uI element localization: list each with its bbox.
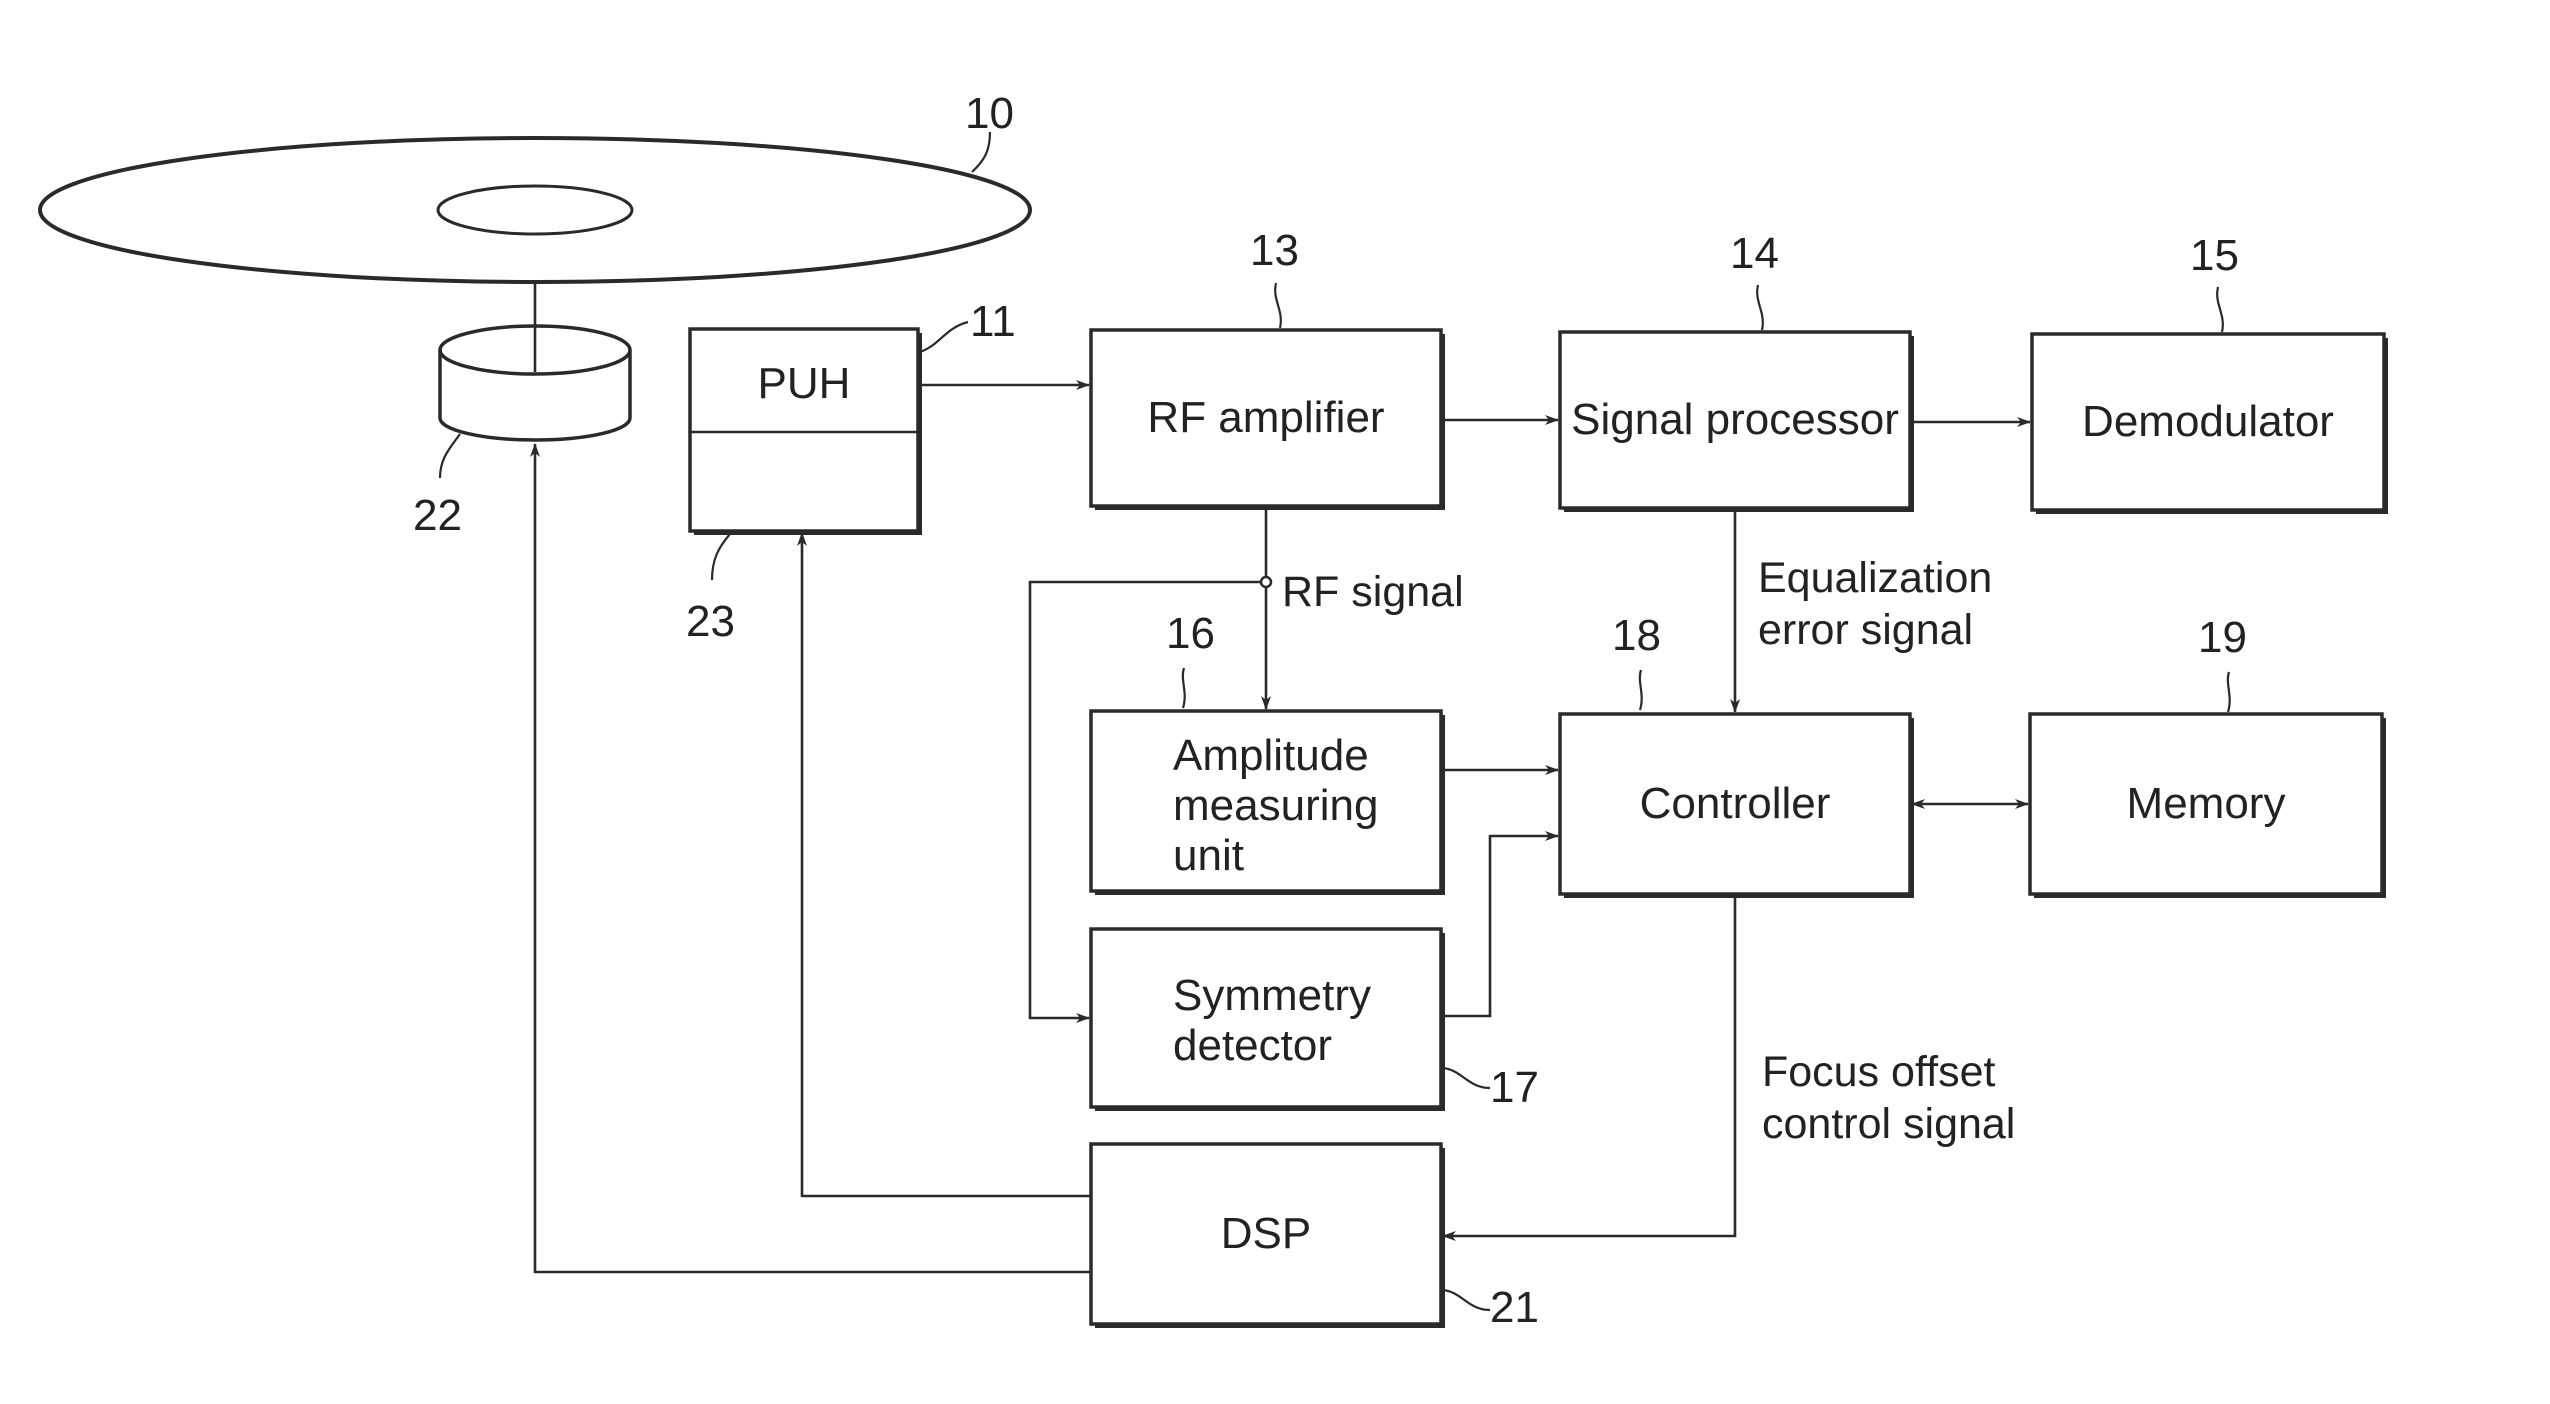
controller-number-leader xyxy=(1640,670,1642,710)
signal-processor-number: 14 xyxy=(1730,229,1779,278)
actuator-number: 23 xyxy=(686,597,735,646)
controller-label: Controller xyxy=(1640,779,1831,828)
disc-number: 10 xyxy=(965,89,1014,138)
focus-offset-label-line1: Focus offset xyxy=(1762,1048,1995,1096)
arrow-controller-to-dsp xyxy=(1443,894,1735,1236)
symmetry-number-leader xyxy=(1443,1068,1490,1088)
rf-signal-label: RF signal xyxy=(1282,568,1464,616)
controller-block: Controller xyxy=(1560,714,1914,898)
amplitude-number: 16 xyxy=(1166,609,1215,658)
rf-amplifier-block: RF amplifier xyxy=(1091,330,1445,510)
puh-number: 11 xyxy=(970,297,1016,346)
memory-number: 19 xyxy=(2198,613,2247,662)
puh-label: PUH xyxy=(758,359,851,408)
actuator-number-leader xyxy=(712,534,730,580)
rf-amplifier-number-leader xyxy=(1275,283,1281,328)
signal-processor-number-leader xyxy=(1757,285,1763,330)
dsp-number-leader xyxy=(1443,1290,1490,1310)
rf-signal-junction xyxy=(1261,577,1271,587)
amplitude-label-line2: measuring xyxy=(1173,781,1378,830)
amplitude-number-leader xyxy=(1183,668,1185,708)
optical-disc xyxy=(40,138,1030,282)
puh-number-leader xyxy=(920,322,968,352)
signal-processor-block: Signal processor xyxy=(1560,332,1914,512)
symmetry-detector-block: Symmetry detector xyxy=(1091,929,1445,1111)
demodulator-block: Demodulator xyxy=(2032,334,2388,514)
amplitude-label-line1: Amplitude xyxy=(1173,731,1369,780)
spindle-motor xyxy=(440,326,630,440)
controller-number: 18 xyxy=(1612,611,1661,660)
symmetry-label-line1: Symmetry xyxy=(1173,971,1371,1020)
arrow-dsp-to-actuator xyxy=(802,533,1091,1196)
equalization-label-line1: Equalization xyxy=(1758,554,1992,602)
dsp-block: DSP xyxy=(1091,1144,1445,1328)
memory-number-leader xyxy=(2228,672,2230,712)
puh-block: PUH xyxy=(690,329,922,535)
rf-amplifier-label: RF amplifier xyxy=(1147,393,1384,442)
arrow-symmetry-to-controller xyxy=(1441,836,1558,1016)
dsp-number: 21 xyxy=(1490,1283,1539,1332)
dsp-label: DSP xyxy=(1221,1209,1311,1258)
focus-offset-label-line2: control signal xyxy=(1762,1100,2015,1148)
rf-amplifier-number: 13 xyxy=(1250,226,1299,275)
demodulator-number: 15 xyxy=(2190,231,2239,280)
signal-processor-label: Signal processor xyxy=(1571,395,1899,444)
memory-label: Memory xyxy=(2127,779,2286,828)
amplitude-label-line3: unit xyxy=(1173,831,1244,880)
memory-block: Memory xyxy=(2030,714,2386,898)
disc-number-leader xyxy=(972,132,990,172)
symmetry-label-line2: detector xyxy=(1173,1021,1332,1070)
arrow-dsp-to-spindle xyxy=(535,444,1091,1272)
spindle-number-leader xyxy=(440,434,460,478)
spindle-number: 22 xyxy=(413,491,462,540)
demodulator-number-leader xyxy=(2217,287,2223,332)
demodulator-label: Demodulator xyxy=(2082,397,2334,446)
equalization-label-line2: error signal xyxy=(1758,606,1973,654)
symmetry-number: 17 xyxy=(1490,1063,1539,1112)
amplitude-measuring-unit-block: Amplitude measuring unit xyxy=(1091,711,1445,895)
